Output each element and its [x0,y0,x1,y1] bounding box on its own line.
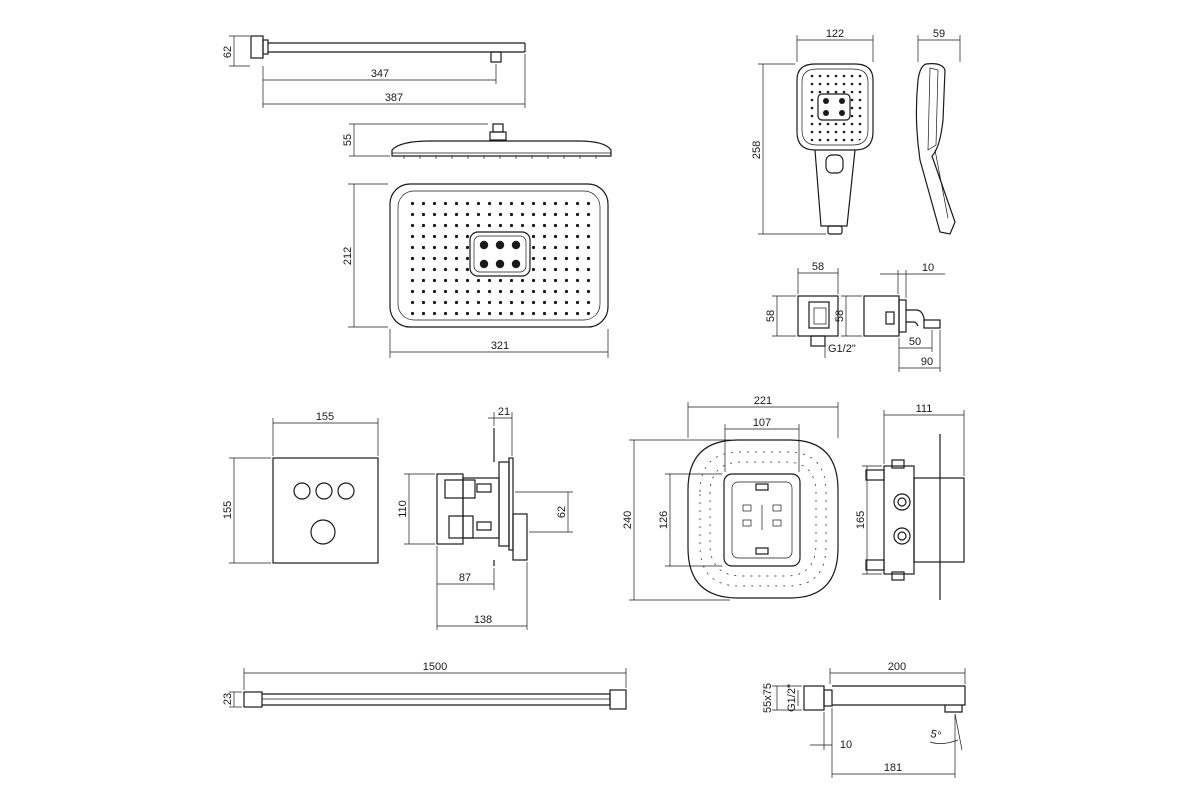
dim-rail-1500: 1500 [423,661,447,673]
shower-holder-view: 10 58 50 90 [834,262,945,372]
dim-hand-122: 122 [826,28,844,40]
dim-holder-58: 58 [834,310,846,322]
dim-valve-138: 138 [474,614,492,626]
dim-head-55: 55 [342,134,354,146]
dim-holder-90: 90 [921,356,933,368]
dim-plate-155w: 155 [316,411,334,423]
dim-hand-258: 258 [751,141,763,159]
dim-box-126: 126 [658,511,670,529]
dim-spout-section: 55x75 [762,683,774,713]
dim-spout-181: 181 [884,762,902,774]
hand-shower-side-view: 59 [915,28,961,235]
dim-spout-angle: 5° [929,728,942,742]
dim-holder-10: 10 [922,262,934,274]
dim-valve-21: 21 [498,406,510,418]
overhead-shower-top-view: 212 321 [342,183,609,358]
slide-rail-view: 1500 23 [222,661,627,710]
dim-box-107: 107 [753,417,771,429]
dim-outlet-58w: 58 [812,261,824,273]
dim-valve-87: 87 [459,572,471,584]
dim-outlet-58h: 58 [765,310,777,322]
overhead-shower-side-view: 55 [342,123,612,159]
dim-head-212: 212 [342,247,354,265]
dim-arm-387: 387 [385,92,403,104]
hand-shower-front-view: 122 258 [751,28,874,235]
dim-box-240: 240 [622,511,634,529]
dim-spout-200: 200 [888,661,906,673]
dim-box-side-165: 165 [855,511,867,529]
dim-rail-23: 23 [222,693,234,705]
dim-valve-62: 62 [556,506,568,518]
install-box-front-view: 221 107 240 126 [622,395,839,601]
dim-holder-50: 50 [909,336,921,348]
dim-valve-110: 110 [397,500,409,518]
dim-arm-347: 347 [371,68,389,80]
dim-spout-10: 10 [840,739,852,751]
dim-spout-thread: G1/2" [786,684,798,712]
dim-arm-height: 62 [222,46,234,58]
dim-box-side-111: 111 [916,403,933,415]
valve-side-view: 21 110 62 87 138 [397,406,573,630]
dim-box-221: 221 [754,395,772,407]
dim-outlet-thread: G1/2" [828,343,856,355]
shower-arm-view: 62 347 387 [222,35,526,108]
dim-hand-59: 59 [933,28,945,40]
spout-view: 200 55x75 G1/2" 10 181 5° [762,661,966,778]
control-plate-view: 155 155 [222,411,379,564]
wall-outlet-view: 58 58 G1/2" [765,261,856,358]
dim-head-321: 321 [491,340,509,352]
install-box-side-view: 111 165 [855,403,965,600]
dim-plate-155h: 155 [222,501,234,519]
